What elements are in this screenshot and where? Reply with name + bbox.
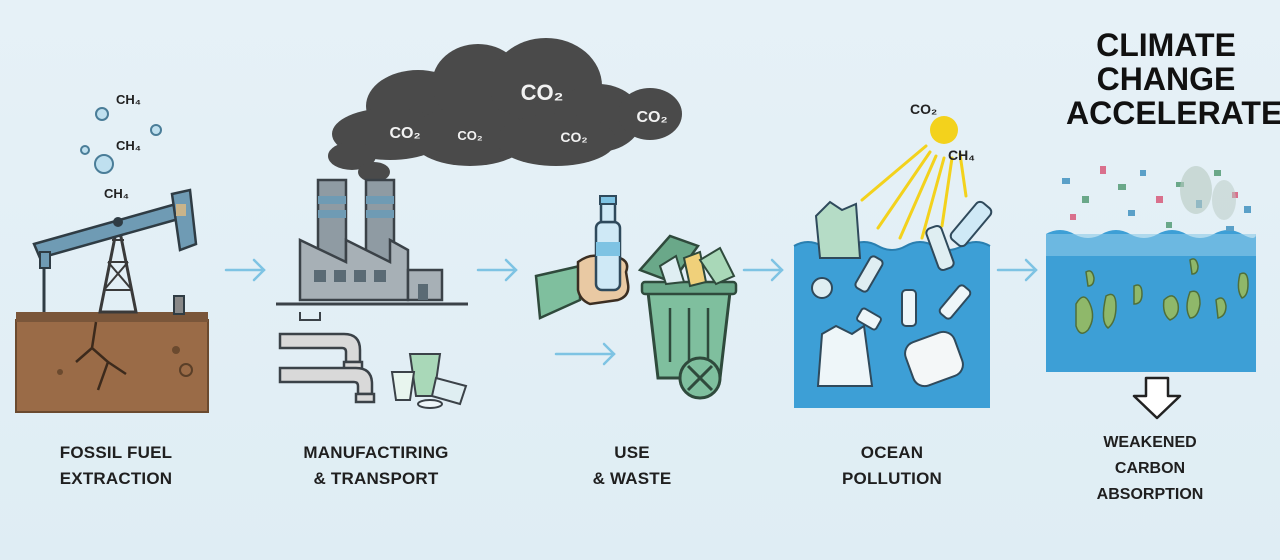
title-line-1: CLIMATE: [1096, 27, 1236, 63]
flow-arrow-1: [224, 258, 266, 282]
use-waste-scene: [534, 195, 738, 400]
co2-label-5: CO₂: [636, 109, 667, 126]
methane-label-1: CH₄: [116, 92, 141, 107]
sun-icon: [860, 116, 968, 240]
co2-label-3: CO₂: [457, 128, 483, 143]
ocean-water-weakened: [1046, 230, 1256, 372]
page-title: CLIMATE CHANGE ACCELERATED: [1066, 27, 1280, 131]
ocean-co2-label: CO₂: [910, 101, 937, 117]
floating-plastic-icons: [811, 200, 993, 388]
flow-arrow-2: [476, 258, 518, 282]
outcome-label-weakened-carbon-absorption: WEAKENED CARBON ABSORPTION: [1096, 434, 1204, 503]
pumpjack-icon: [32, 188, 198, 315]
ocean-methane-label: CH₄: [948, 147, 975, 163]
fossil-fuel-extraction-scene: CH₄ CH₄ CH₄: [15, 92, 209, 413]
methane-bubbles: [80, 107, 162, 174]
ocean-pollution-scene: CO₂ CH₄: [793, 101, 993, 408]
stage-label-manufacturing-transport: MANUFACTIRING & TRANSPORT: [303, 443, 449, 488]
flow-arrow-use-waste: [554, 342, 616, 366]
manufacturing-transport-scene: CO₂ CO₂ CO₂ CO₂ CO₂: [276, 38, 682, 409]
weakened-ocean-scene: [1046, 166, 1256, 420]
algae-blooms: [1075, 258, 1249, 334]
methane-label-3: CH₄: [104, 186, 129, 201]
soil-top: [16, 312, 208, 322]
title-line-2: CHANGE: [1096, 61, 1236, 97]
methane-label-2: CH₄: [116, 138, 141, 153]
factory-icon: [276, 178, 468, 321]
co2-label-4: CO₂: [560, 129, 587, 145]
co2-label-1: CO₂: [521, 80, 564, 105]
ground-crack: [75, 321, 127, 391]
smoke-cloud: [328, 38, 682, 182]
pipes-icon: [278, 332, 376, 404]
plastic-cups-icon: [390, 353, 468, 409]
stage-label-ocean-pollution: OCEAN POLLUTION: [841, 443, 942, 488]
flow-arrow-4: [996, 258, 1038, 282]
stage-label-use-waste: USE & WASTE: [592, 443, 672, 488]
down-arrow-icon: [1132, 376, 1182, 420]
title-line-3: ACCELERATED: [1066, 95, 1280, 131]
stage-label-fossil-fuel-extraction: FOSSIL FUEL EXTRACTION: [59, 443, 173, 488]
co2-label-2: CO₂: [389, 125, 420, 142]
debris-particles: [1062, 166, 1251, 231]
hand-holding-bottle-icon: [534, 195, 630, 320]
flow-arrow-3: [742, 258, 784, 282]
trash-bin-icon: [637, 234, 738, 400]
